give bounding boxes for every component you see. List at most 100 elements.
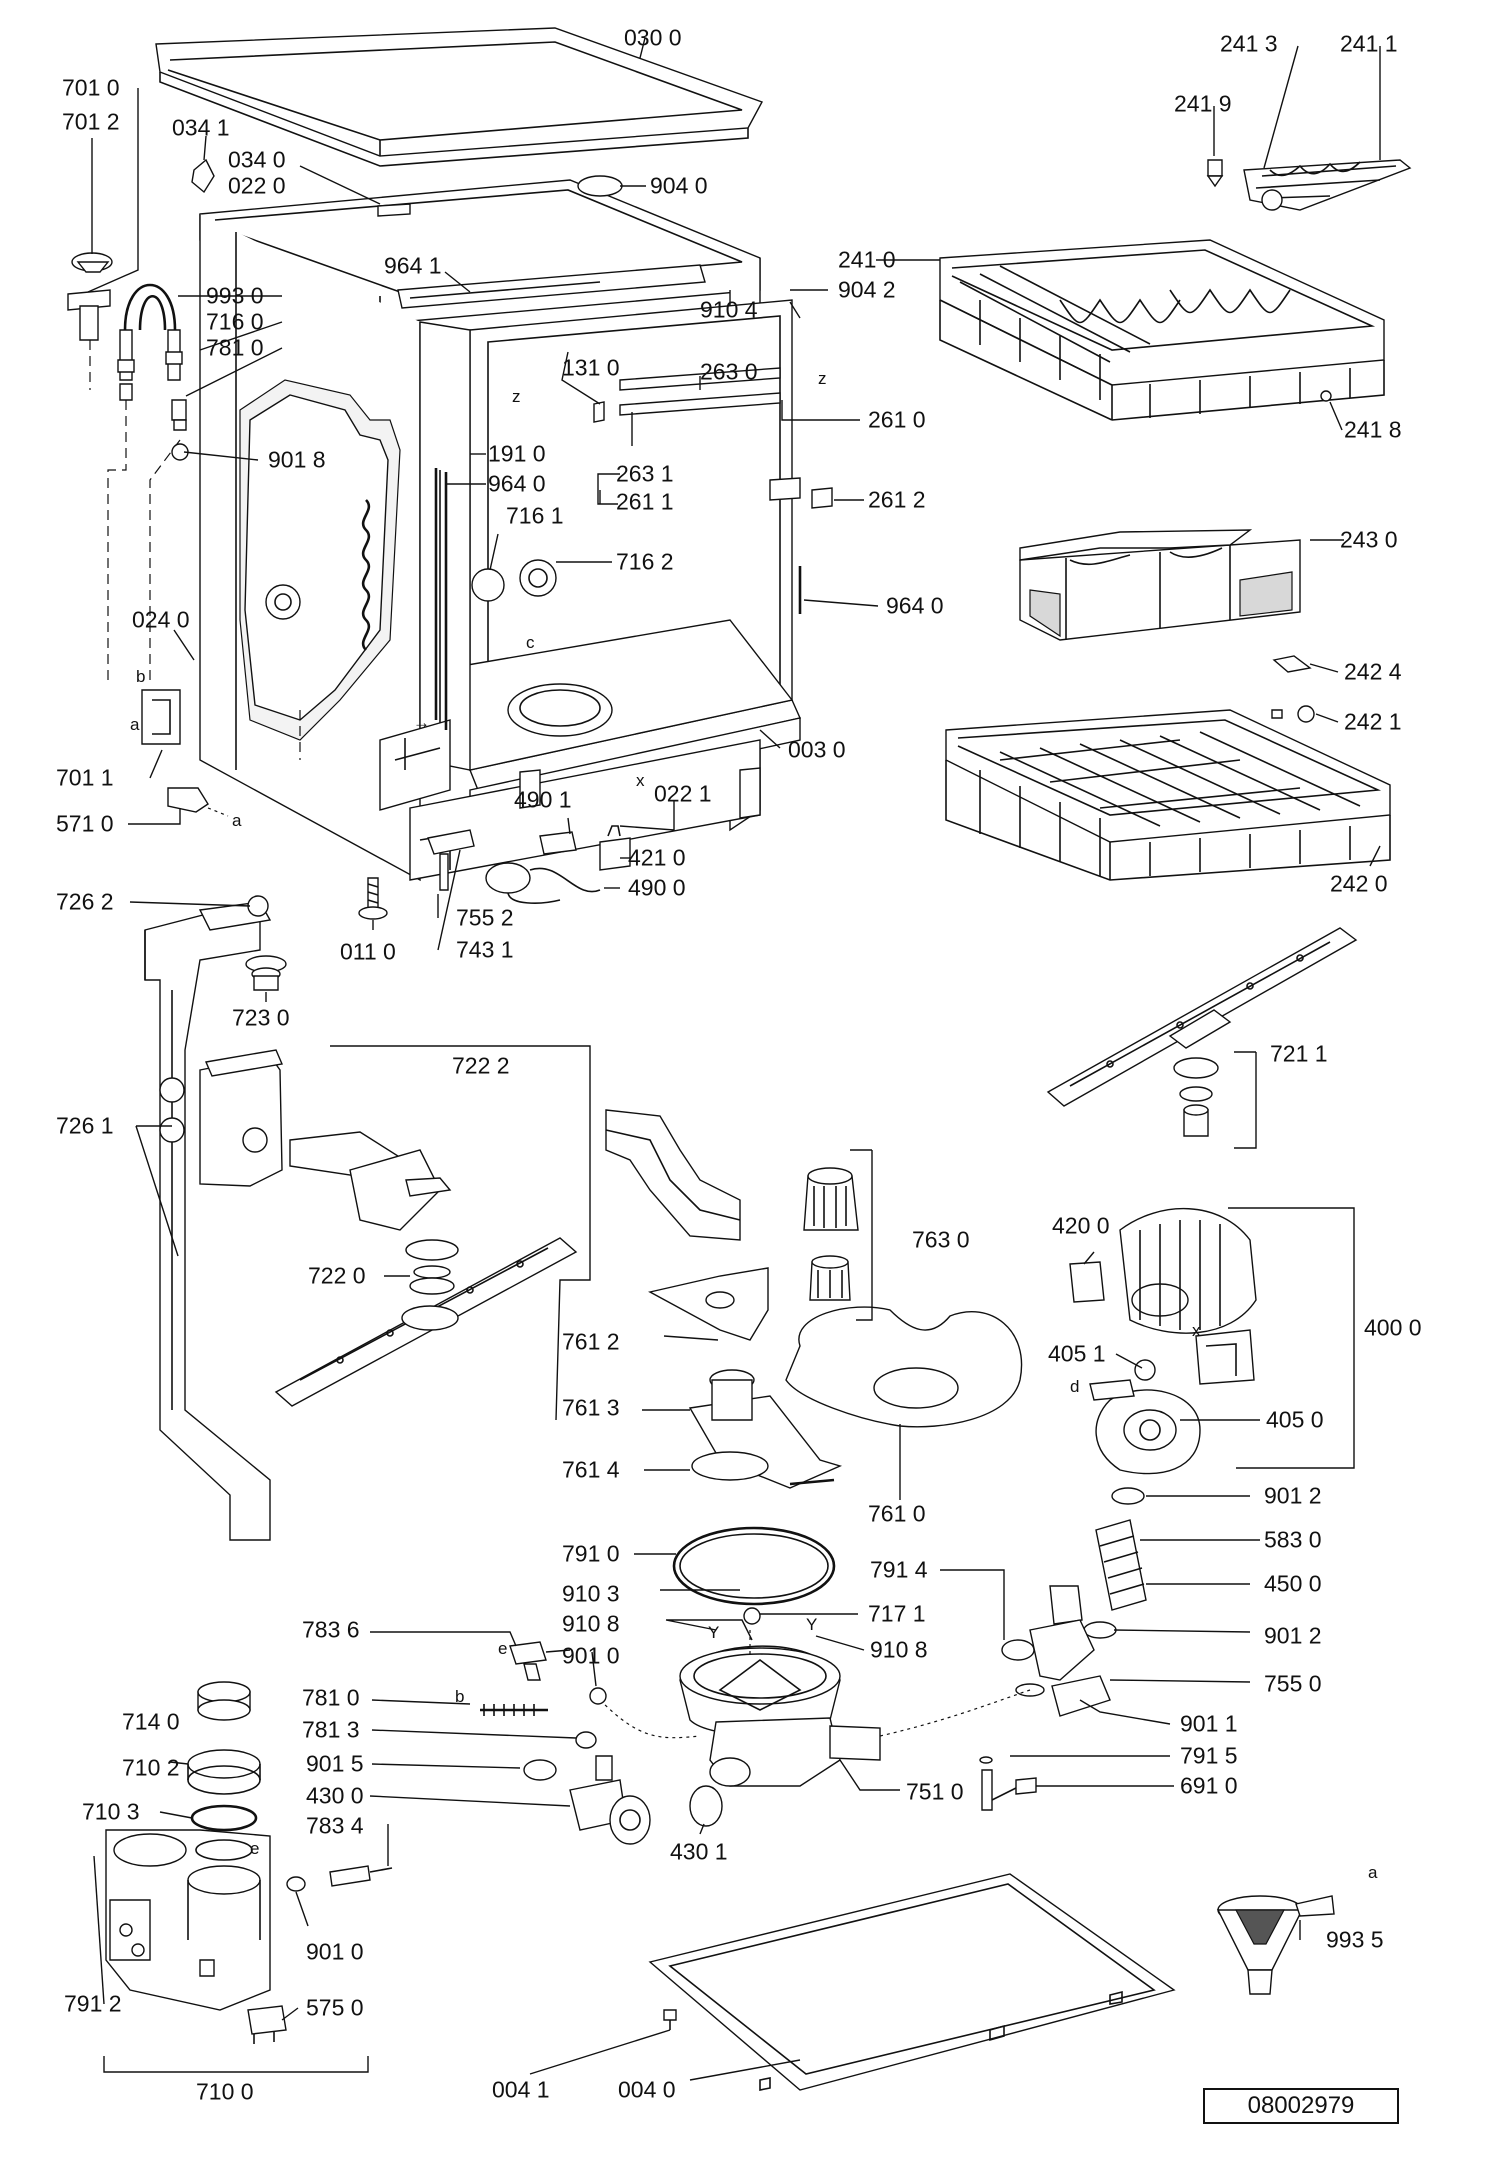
label-003-0[interactable]: 003 0 bbox=[788, 736, 846, 763]
tub-cabinet-part: → bbox=[199, 179, 833, 882]
label-714-0[interactable]: 714 0 bbox=[122, 1708, 180, 1735]
label-901-5[interactable]: 901 5 bbox=[306, 1750, 364, 1777]
label-901-0-b[interactable]: 901 0 bbox=[306, 1938, 364, 1965]
label-034-0[interactable]: 034 0 bbox=[228, 146, 286, 173]
label-701-0[interactable]: 701 0 bbox=[62, 74, 120, 101]
label-430-1[interactable]: 430 1 bbox=[670, 1838, 728, 1865]
label-781-0[interactable]: 781 0 bbox=[206, 334, 264, 361]
label-717-1[interactable]: 717 1 bbox=[868, 1600, 926, 1627]
label-993-0[interactable]: 993 0 bbox=[206, 282, 264, 309]
label-763-0[interactable]: 763 0 bbox=[912, 1226, 970, 1253]
label-030-0[interactable]: 030 0 bbox=[624, 24, 682, 51]
label-781-3[interactable]: 781 3 bbox=[302, 1716, 360, 1743]
label-722-0[interactable]: 722 0 bbox=[308, 1262, 366, 1289]
label-901-2-b[interactable]: 901 2 bbox=[1264, 1622, 1322, 1649]
label-910-4[interactable]: 910 4 bbox=[700, 296, 758, 323]
label-004-0[interactable]: 004 0 bbox=[618, 2076, 676, 2103]
label-490-1[interactable]: 490 1 bbox=[514, 786, 572, 813]
label-011-0[interactable]: 011 0 bbox=[340, 938, 396, 965]
label-241-8[interactable]: 241 8 bbox=[1344, 416, 1402, 443]
label-964-0-a[interactable]: 964 0 bbox=[488, 470, 546, 497]
label-242-0[interactable]: 242 0 bbox=[1330, 870, 1388, 897]
label-910-3[interactable]: 910 3 bbox=[562, 1580, 620, 1607]
label-583-0[interactable]: 583 0 bbox=[1264, 1526, 1322, 1553]
label-791-2[interactable]: 791 2 bbox=[64, 1990, 122, 2017]
label-723-0[interactable]: 723 0 bbox=[232, 1004, 290, 1031]
label-131-0[interactable]: 131 0 bbox=[562, 354, 620, 381]
label-761-3[interactable]: 761 3 bbox=[562, 1394, 620, 1421]
label-241-9[interactable]: 241 9 bbox=[1174, 90, 1232, 117]
label-791-4[interactable]: 791 4 bbox=[870, 1556, 928, 1583]
label-964-0-b[interactable]: 964 0 bbox=[886, 592, 944, 619]
label-241-0[interactable]: 241 0 bbox=[838, 246, 896, 273]
label-575-0[interactable]: 575 0 bbox=[306, 1994, 364, 2021]
label-783-4[interactable]: 783 4 bbox=[306, 1812, 364, 1839]
mark-a2: a bbox=[232, 811, 242, 830]
lower-spray-arm-part bbox=[274, 1131, 578, 1407]
label-726-2[interactable]: 726 2 bbox=[56, 888, 114, 915]
arrow-mark: → bbox=[413, 713, 430, 732]
label-024-0[interactable]: 024 0 bbox=[132, 606, 190, 633]
label-241-1[interactable]: 241 1 bbox=[1340, 30, 1398, 57]
label-405-1[interactable]: 405 1 bbox=[1048, 1340, 1106, 1367]
filter-part bbox=[648, 1167, 1023, 1489]
label-761-2[interactable]: 761 2 bbox=[562, 1328, 620, 1355]
mark-e2: e bbox=[250, 1839, 259, 1858]
label-691-0[interactable]: 691 0 bbox=[1180, 1772, 1238, 1799]
label-901-0-a[interactable]: 901 0 bbox=[562, 1642, 620, 1669]
label-261-0[interactable]: 261 0 bbox=[868, 406, 926, 433]
label-490-0[interactable]: 490 0 bbox=[628, 874, 686, 901]
label-701-1[interactable]: 701 1 bbox=[56, 764, 114, 791]
label-783-6[interactable]: 783 6 bbox=[302, 1616, 360, 1643]
label-755-0[interactable]: 755 0 bbox=[1264, 1670, 1322, 1697]
label-261-1[interactable]: 261 1 bbox=[616, 488, 674, 515]
label-910-8-b[interactable]: 910 8 bbox=[870, 1636, 928, 1663]
label-716-2[interactable]: 716 2 bbox=[616, 548, 674, 575]
label-761-4[interactable]: 761 4 bbox=[562, 1456, 620, 1483]
label-910-8-a[interactable]: 910 8 bbox=[562, 1610, 620, 1637]
label-791-0[interactable]: 791 0 bbox=[562, 1540, 620, 1567]
label-263-0[interactable]: 263 0 bbox=[700, 358, 758, 385]
label-755-2[interactable]: 755 2 bbox=[456, 904, 514, 931]
label-964-1[interactable]: 964 1 bbox=[384, 252, 442, 279]
label-571-0[interactable]: 571 0 bbox=[56, 810, 114, 837]
label-710-0[interactable]: 710 0 bbox=[196, 2078, 254, 2105]
label-261-2[interactable]: 261 2 bbox=[868, 486, 926, 513]
label-034-1[interactable]: 034 1 bbox=[172, 114, 230, 141]
mark-y1: Y bbox=[708, 1623, 719, 1642]
label-430-0[interactable]: 430 0 bbox=[306, 1782, 364, 1809]
label-781-0-b[interactable]: 781 0 bbox=[302, 1684, 360, 1711]
label-400-0[interactable]: 400 0 bbox=[1364, 1314, 1422, 1341]
label-904-0[interactable]: 904 0 bbox=[650, 172, 708, 199]
label-743-1[interactable]: 743 1 bbox=[456, 936, 514, 963]
label-191-0[interactable]: 191 0 bbox=[488, 440, 546, 467]
label-751-0[interactable]: 751 0 bbox=[906, 1778, 964, 1805]
label-263-1[interactable]: 263 1 bbox=[616, 460, 674, 487]
label-716-1[interactable]: 716 1 bbox=[506, 502, 564, 529]
label-726-1[interactable]: 726 1 bbox=[56, 1112, 114, 1139]
label-710-3[interactable]: 710 3 bbox=[82, 1798, 140, 1825]
label-722-2[interactable]: 722 2 bbox=[452, 1052, 510, 1079]
label-761-0[interactable]: 761 0 bbox=[868, 1500, 926, 1527]
label-701-2[interactable]: 701 2 bbox=[62, 108, 120, 135]
label-004-1[interactable]: 004 1 bbox=[492, 2076, 550, 2103]
label-421-0[interactable]: 421 0 bbox=[628, 844, 686, 871]
label-405-0[interactable]: 405 0 bbox=[1266, 1406, 1324, 1433]
label-450-0[interactable]: 450 0 bbox=[1264, 1570, 1322, 1597]
label-901-1[interactable]: 901 1 bbox=[1180, 1710, 1238, 1737]
label-901-2-a[interactable]: 901 2 bbox=[1264, 1482, 1322, 1509]
label-242-4[interactable]: 242 4 bbox=[1344, 658, 1402, 685]
label-721-1[interactable]: 721 1 bbox=[1270, 1040, 1328, 1067]
label-904-2[interactable]: 904 2 bbox=[838, 276, 896, 303]
label-993-5[interactable]: 993 5 bbox=[1326, 1926, 1384, 1953]
label-242-1[interactable]: 242 1 bbox=[1344, 708, 1402, 735]
label-791-5[interactable]: 791 5 bbox=[1180, 1742, 1238, 1769]
label-241-3[interactable]: 241 3 bbox=[1220, 30, 1278, 57]
label-420-0[interactable]: 420 0 bbox=[1052, 1212, 1110, 1239]
label-022-1[interactable]: 022 1 bbox=[654, 780, 712, 807]
label-716-0[interactable]: 716 0 bbox=[206, 308, 264, 335]
label-901-8[interactable]: 901 8 bbox=[268, 446, 326, 473]
label-710-2[interactable]: 710 2 bbox=[122, 1754, 180, 1781]
label-243-0[interactable]: 243 0 bbox=[1340, 526, 1398, 553]
label-022-0[interactable]: 022 0 bbox=[228, 172, 286, 199]
